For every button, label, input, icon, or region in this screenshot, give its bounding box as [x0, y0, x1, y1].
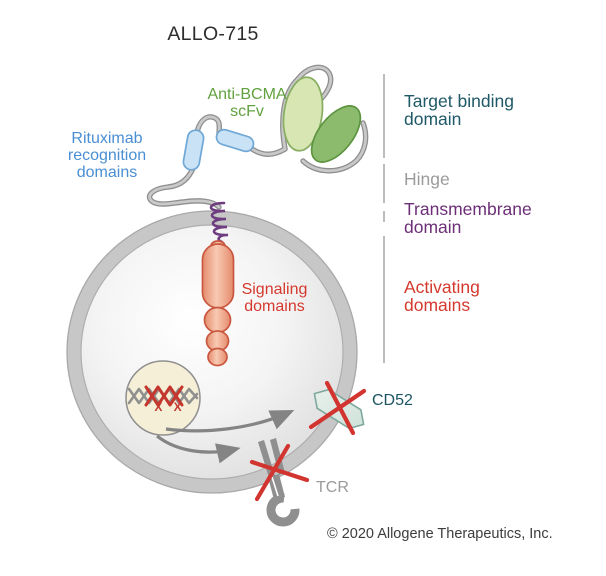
side-label-transmembrane: Transmembrane domain: [404, 199, 532, 238]
scfv-lobe-dark: [310, 105, 362, 163]
dna-edited-segment: [144, 385, 184, 407]
signaling-domain: [201, 240, 235, 367]
tcr-label: TCR: [316, 479, 349, 496]
scfv-lobe-light: [282, 76, 324, 152]
cell-membrane-inner-edge: [80, 224, 344, 480]
tcr-stem-divider: [271, 476, 279, 497]
signaling-domains-label: Signaling domains: [241, 281, 308, 315]
tcr-knockout-x-icon: [249, 443, 310, 502]
page-title: ALLO-715: [167, 23, 259, 45]
anti-bcma-scfv-label: Anti-BCMA scFv: [207, 86, 287, 120]
car-linker-cord: [148, 65, 368, 209]
cell-membrane-outer-edge: [66, 210, 358, 494]
cell-membrane: [67, 211, 357, 493]
side-label-hinge: Hinge: [404, 169, 450, 189]
tcr-wrench-head: [266, 493, 300, 527]
side-label-activating: Activating domains: [404, 277, 480, 316]
side-label-target-binding: Target binding domain: [404, 91, 514, 130]
copyright-text: © 2020 Allogene Therapeutics, Inc.: [327, 526, 553, 542]
rituximab-domains-label: Rituximab recognition domains: [67, 130, 147, 181]
arrow-to-tcr: [156, 434, 241, 464]
cd52-label: CD52: [372, 392, 413, 409]
arrow-to-cd52: [165, 410, 295, 433]
cd52-knockout-x-icon: [308, 380, 367, 436]
gene-knockout-marks: X X: [154, 400, 182, 414]
rituximab-domain-1: [182, 129, 205, 171]
transmembrane-coil: [209, 201, 229, 244]
rituximab-domain-2: [215, 128, 255, 153]
